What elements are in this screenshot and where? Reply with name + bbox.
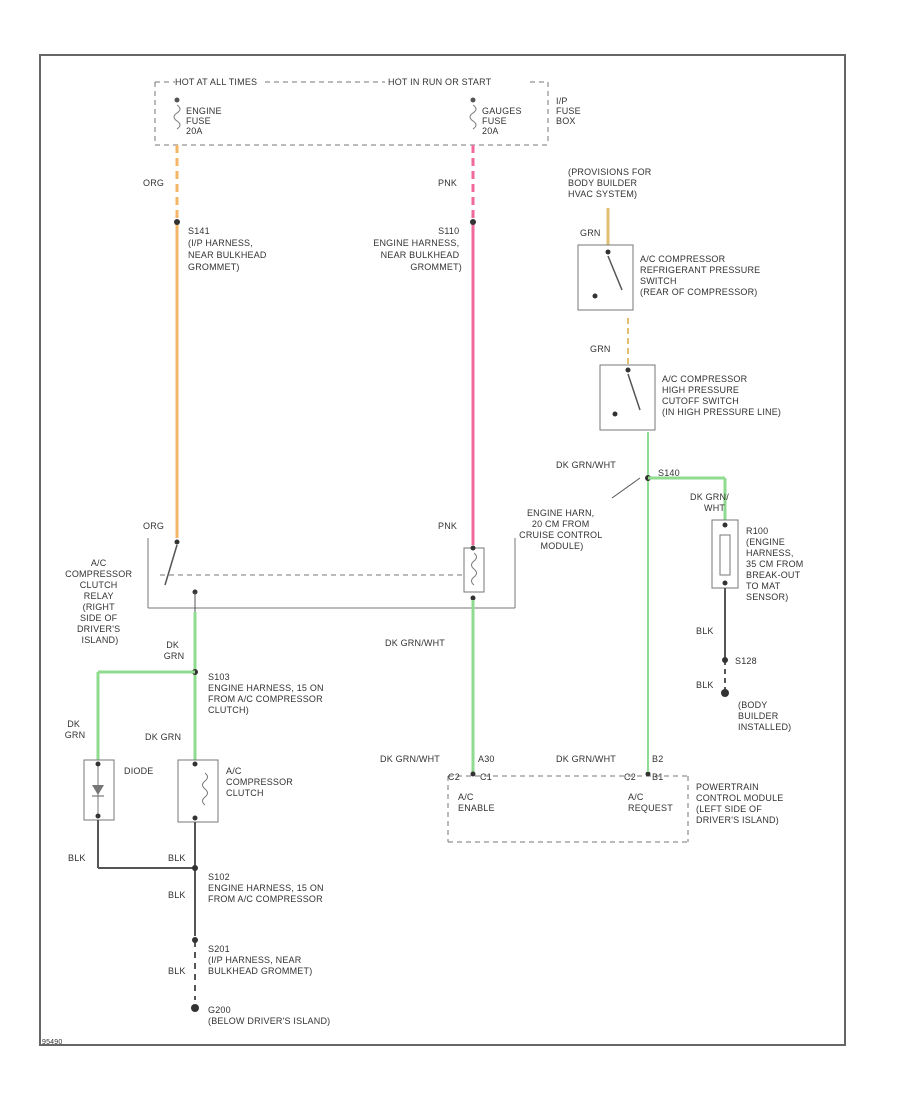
high-pressure-switch-label: A/C COMPRESSOR HIGH PRESSURE CUTOFF SWIT… [662,374,781,417]
fuse-box-label: I/P FUSE BOX [556,96,584,126]
orange-circuit: ORG S141 (I/P HARNESS, NEAR BULKHEAD GRO… [143,145,269,538]
pin-c1: C1 [480,772,492,782]
wire-dk-grn-clutch: DK GRN [145,732,181,742]
wire-dk-grn-wht-mid: DK GRN/WHT [385,638,445,648]
ground-circuit: BLK BLK S102 ENGINE HARNESS, 15 ON FROM … [68,820,330,1026]
diagram-frame [39,54,846,1046]
compressor-clutch-relay: A/C COMPRESSOR CLUTCH RELAY (RIGHT SIDE … [65,538,516,645]
relay-output-circuit: DK GRN S103 ENGINE HARNESS, 15 ON FROM A… [65,612,326,760]
wire-dk-grn-wht-r100: DK GRN/ WHT [690,492,732,513]
resistor-r100: R100 (ENGINE HARNESS, 35 CM FROM BREAK-O… [696,519,806,732]
enable-circuit: DK GRN/WHT DK GRN/WHT A30 [380,600,495,772]
wire-blk-left: BLK [68,853,86,863]
wire-blk-r2: BLK [696,680,714,690]
wire-dk-grn-wht-left: DK GRN/WHT [380,754,440,764]
provisions-label: (PROVISIONS FOR BODY BUILDER HVAC SYSTEM… [568,167,654,199]
pin-c2: C2 [448,772,460,782]
wire-grn-body-builder: GRN [580,228,601,238]
ground-g200: G200 (BELOW DRIVER'S ISLAND) [208,1005,330,1026]
pressure-switches: (PROVISIONS FOR BODY BUILDER HVAC SYSTEM… [568,167,781,431]
splice-s128: S128 [735,656,757,666]
compressor-clutch: A/C COMPRESSOR CLUTCH [177,759,296,823]
pcm-label: POWERTRAIN CONTROL MODULE (LEFT SIDE OF … [696,782,786,825]
diode-label: DIODE [124,766,154,776]
wire-dk-grn-wht-right: DK GRN/WHT [556,754,616,764]
relay-label: A/C COMPRESSOR CLUTCH RELAY (RIGHT SIDE … [65,558,135,645]
splice-s141: S141 (I/P HARNESS, NEAR BULKHEAD GROMMET… [188,226,269,272]
engine-harn-label: ENGINE HARN, 20 CM FROM CRUISE CONTROL M… [519,508,605,551]
refrig-switch-label: A/C COMPRESSOR REFRIGERANT PRESSURE SWIT… [640,254,763,297]
r100-label: R100 (ENGINE HARNESS, 35 CM FROM BREAK-O… [746,526,806,602]
wire-blk-clutch: BLK [168,853,186,863]
pcm-enable-label: A/C ENABLE [458,792,495,813]
splice-s140: S140 [658,468,680,478]
wire-grn-switch: GRN [590,344,611,354]
splice-s103: S103 ENGINE HARNESS, 15 ON FROM A/C COMP… [208,672,326,715]
wire-blk-r1: BLK [696,626,714,636]
wire-pnk-bottom: PNK [438,521,457,531]
splice-s102: S102 ENGINE HARNESS, 15 ON FROM A/C COMP… [208,872,326,904]
body-builder-label: (BODY BUILDER INSTALLED) [738,700,791,732]
pin-a30: A30 [478,754,495,764]
clutch-label: A/C COMPRESSOR CLUTCH [226,766,296,798]
diode: DIODE [83,759,154,821]
pin-c2-right: C2 [624,772,636,782]
hot-all-times-label: HOT AT ALL TIMES [175,77,257,87]
engine-fuse-label: ENGINE FUSE 20A [186,106,224,136]
splice-s201: S201 (I/P HARNESS, NEAR BULKHEAD GROMMET… [208,944,312,976]
hot-run-start-label: HOT IN RUN OR START [388,77,492,87]
wire-pnk-top: PNK [438,178,457,188]
pin-b2: B2 [652,754,663,764]
wire-blk-s102: BLK [168,890,186,900]
diagram-code: 95490 [42,1039,62,1046]
wire-dk-grn-relay: DK GRN [164,640,185,661]
wire-org-top: ORG [143,178,164,188]
request-circuit: DK GRN/WHT S140 ENGINE HARN, 20 CM FROM … [519,432,732,772]
pink-circuit: PNK S110 ENGINE HARNESS, NEAR BULKHEAD G… [373,145,476,545]
fuse-box: HOT AT ALL TIMES HOT IN RUN OR START ENG… [154,77,584,146]
wire-blk-s201: BLK [168,966,186,976]
splice-s110: S110 ENGINE HARNESS, NEAR BULKHEAD GROMM… [373,226,462,272]
wire-org-bottom: ORG [143,521,164,531]
powertrain-control-module: C2 C1 B2 C2 B1 A/C ENABLE A/C REQUEST PO… [447,754,786,843]
pcm-request-label: A/C REQUEST [628,792,673,813]
wire-dk-grn-wht-top: DK GRN/WHT [556,460,616,470]
pin-b1: B1 [652,772,663,782]
wire-dk-grn-diode: DK GRN [65,719,86,740]
gauges-fuse-label: GAUGES FUSE 20A [482,106,524,136]
